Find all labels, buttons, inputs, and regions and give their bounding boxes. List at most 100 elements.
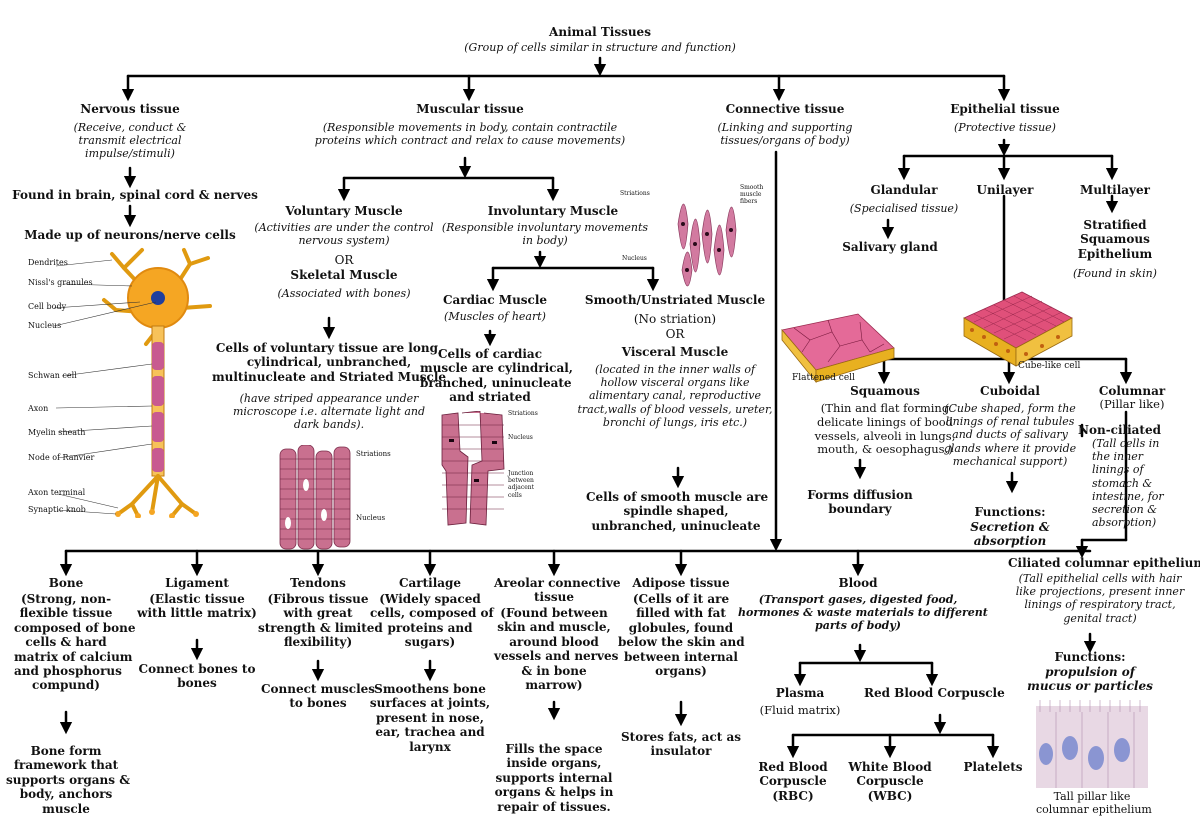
squamous-epithelium-illustration — [781, 313, 895, 384]
cardiac-title: Cardiac Muscle — [442, 293, 548, 307]
cardiac-desc: (Muscles of heart) — [444, 310, 546, 323]
cardiac-label-junction: Junction between adjacent cells — [508, 470, 535, 499]
neuron-label-schwan-cell: Schwan cell — [28, 371, 77, 380]
cuboidal-epithelium-illustration — [963, 291, 1073, 367]
ligament-title: Ligament — [165, 576, 229, 590]
blood-desc: (Transport gases, digested food,hormones… — [738, 593, 988, 633]
platelets-title: Platelets — [963, 760, 1023, 774]
neuron-label-nissl: Nissl's granules — [28, 278, 93, 287]
cartilage-title: Cartilage — [398, 576, 462, 590]
neuron-label-axon: Axon — [28, 404, 49, 413]
nervous-found: Found in brain, spinal cord & nerves — [12, 188, 258, 202]
neuron-label-cell-body: Cell body — [28, 302, 67, 311]
plasma-desc: (Fluid matrix) — [759, 703, 841, 717]
epithelial-desc: (Protective tissue) — [954, 121, 1056, 134]
neuron-label-dendrites: Dendrites — [28, 258, 68, 267]
root-title: Animal Tissues — [549, 25, 651, 39]
multilayer-title: Multilayer — [1080, 183, 1150, 197]
flat-label: Flattened cell — [792, 373, 855, 383]
columnar-epithelium-illustration — [1036, 700, 1148, 788]
rbc-parent-title: Red Blood Corpuscle — [864, 686, 1005, 700]
visceral-title: Visceral Muscle — [621, 345, 729, 359]
skeletal-label-nucleus: Nucleus — [356, 514, 386, 522]
neuron-label-axon-terminal: Axon terminal — [28, 488, 86, 497]
skeletal-desc: (Associated with bones) — [277, 287, 411, 300]
columnar-title: Columnar — [1098, 384, 1166, 398]
muscular-desc: (Responsible movements in body, contain … — [314, 121, 626, 148]
skeletal-muscle-illustration — [279, 445, 351, 550]
plasma-title: Plasma — [775, 686, 825, 700]
smooth-label-fibers: Smooth muscle fibers — [740, 184, 764, 206]
voluntary-or: OR — [334, 253, 354, 267]
glandular-title: Glandular — [870, 183, 938, 197]
nervous-made: Made up of neurons/nerve cells — [24, 228, 236, 242]
columnar-desc: (Pillar like) — [1099, 397, 1165, 411]
multilayer-desc: (Found in skin) — [1073, 267, 1157, 280]
cuboidal-title: Cuboidal — [980, 384, 1040, 398]
cardiac-label-striations: Striations — [508, 410, 538, 417]
smooth-title: Smooth/Unstriated Muscle — [584, 293, 766, 307]
nervous-title: Nervous tissue — [80, 102, 180, 116]
cuboidal-fn-title: Functions: — [974, 505, 1046, 519]
root-subtitle: (Group of cells similar in structure and… — [464, 41, 736, 54]
voluntary-title: Voluntary Muscle — [285, 204, 403, 218]
blood-title: Blood — [838, 576, 878, 590]
cardiac-label-nucleus: Nucleus — [508, 434, 533, 441]
smooth-label-nucleus: Nucleus — [622, 255, 647, 262]
neuron-label-synaptic-knob: Synaptic knob — [28, 505, 86, 514]
smooth-label-striations: Striations — [620, 190, 650, 197]
glandular-example: Salivary gland — [842, 240, 938, 254]
ciliated-title: Ciliated columnar epithelium — [1008, 556, 1200, 570]
skeletal-title: Skeletal Muscle — [290, 268, 398, 282]
voluntary-cells: Cells of voluntary tissue are long,cylin… — [211, 341, 447, 384]
bone-title: Bone — [48, 576, 84, 590]
smooth-desc: (No striation) — [633, 312, 717, 326]
glandular-desc: (Specialised tissue) — [849, 202, 959, 215]
neuron-label-myelin: Myelin sheath — [28, 428, 86, 437]
smooth-muscle-illustration — [677, 203, 737, 287]
cube-label: Cube-like cell — [1018, 361, 1081, 371]
unilayer-title: Unilayer — [976, 183, 1034, 197]
ciliated-fn-title: Functions: — [1054, 650, 1126, 664]
neuron-label-nucleus: Nucleus — [28, 321, 62, 330]
connective-title: Connective tissue — [725, 102, 845, 116]
cardiac-muscle-illustration — [441, 411, 505, 526]
muscular-title: Muscular tissue — [416, 102, 524, 116]
skeletal-label-striations: Striations — [356, 450, 391, 458]
cuboidal-fn: Secretion &absorption — [970, 520, 1050, 549]
epithelial-title: Epithelial tissue — [950, 102, 1060, 116]
squamous-title: Squamous — [850, 384, 920, 398]
tendons-title: Tendons — [290, 576, 346, 590]
neuron-illustration — [53, 248, 212, 518]
smooth-or: OR — [665, 327, 685, 341]
